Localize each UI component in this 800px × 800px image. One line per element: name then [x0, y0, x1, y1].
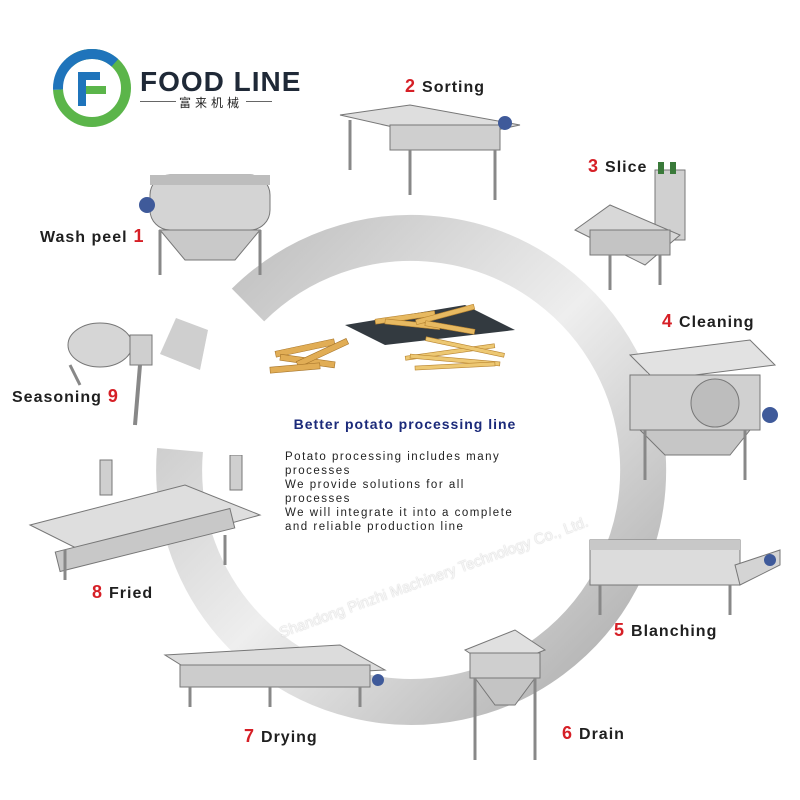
cleaning-machine [628, 339, 778, 480]
brand-name: FOOD LINE [140, 66, 302, 97]
step-label: Seasoning [12, 389, 102, 406]
description-line: We will integrate it into a complete and… [285, 507, 514, 533]
step-number: 2 [405, 76, 417, 96]
wash-peel-machine [139, 174, 271, 275]
ring-arrowhead [160, 318, 208, 370]
description-line: Potato processing includes many processe… [285, 451, 501, 477]
step-number: 4 [662, 311, 674, 331]
drain-machine [463, 629, 547, 760]
step-1-wash-peel: Wash peel 1 [40, 226, 145, 247]
step-number: 1 [133, 226, 145, 246]
step-2-sorting: 2 Sorting [405, 76, 485, 97]
step-label: Blanching [631, 623, 718, 640]
step-number: 6 [562, 723, 574, 743]
step-label: Sorting [422, 79, 486, 96]
step-6-drain: 6 Drain [562, 723, 625, 744]
sorting-machine [339, 104, 521, 200]
blanching-machine [589, 539, 781, 615]
fryer-machine [28, 455, 262, 580]
step-label: Drain [579, 726, 625, 743]
step-number: 5 [614, 620, 626, 640]
seasoning-machine [67, 322, 153, 426]
food-line-logo-icon [53, 49, 131, 127]
step-3-slice: 3 Slice [588, 156, 647, 177]
step-number: 7 [244, 726, 256, 746]
step-label: Slice [605, 159, 648, 176]
diagram-title: Better potato processing line [293, 416, 517, 432]
potato-products-image [269, 303, 515, 374]
step-8-fried: 8 Fried [92, 582, 153, 603]
step-label: Drying [261, 729, 318, 746]
step-number: 8 [92, 582, 104, 602]
step-5-blanching: 5 Blanching [614, 620, 717, 641]
description-line: We provide solutions for all processes [285, 479, 465, 505]
slice-machine [574, 162, 686, 290]
description-block: Potato processing includes many processe… [285, 450, 535, 534]
step-number: 9 [107, 386, 119, 406]
step-label: Cleaning [679, 314, 755, 331]
step-9-seasoning: Seasoning 9 [12, 386, 119, 407]
brand-subtitle: 富来机械 [176, 94, 247, 111]
step-label: Fried [109, 585, 154, 602]
step-7-drying: 7 Drying [244, 726, 318, 747]
step-number: 3 [588, 156, 600, 176]
drying-machine [163, 644, 387, 707]
step-label: Wash peel [40, 229, 128, 246]
step-4-cleaning: 4 Cleaning [662, 311, 755, 332]
